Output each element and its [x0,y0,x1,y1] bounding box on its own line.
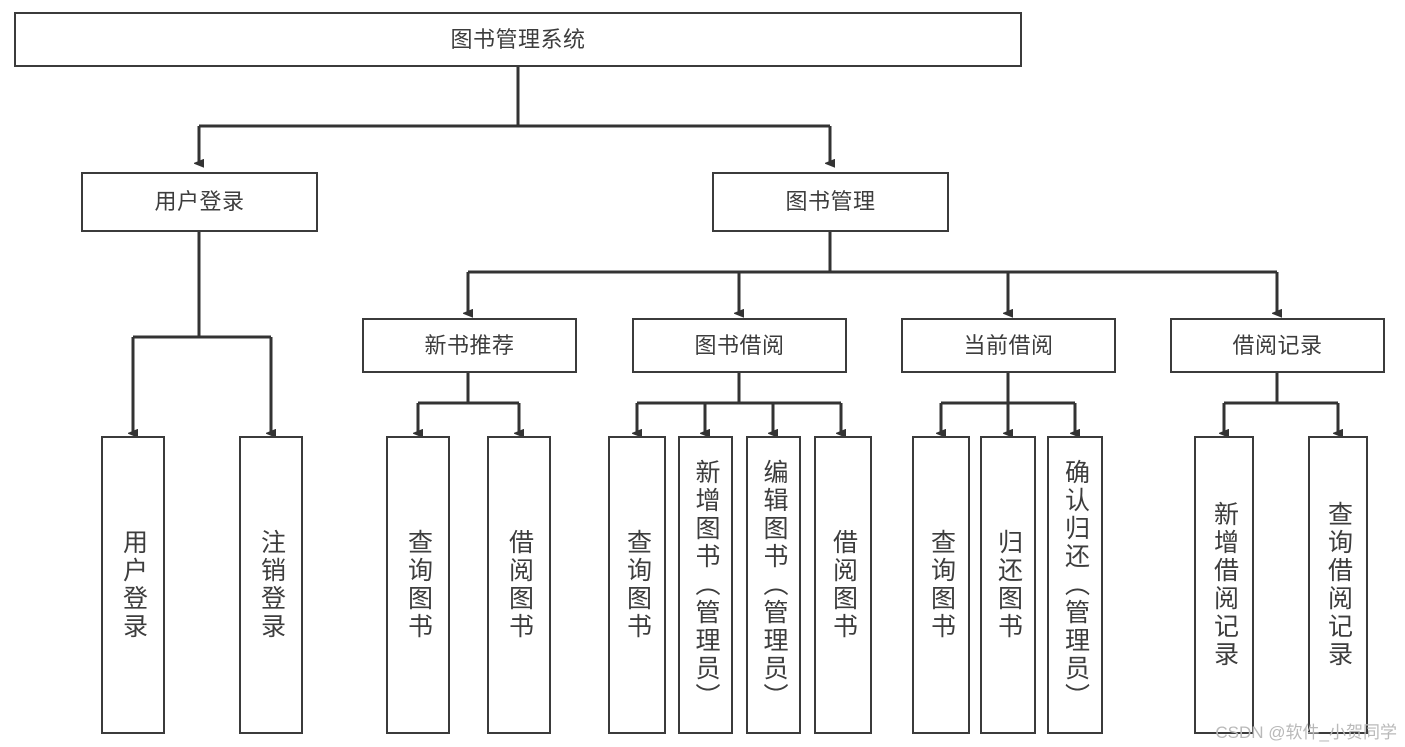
node-leaf-borrow-book-1[interactable]: 借阅图书 [487,436,551,734]
node-new-book-recommend-label: 新书推荐 [424,332,515,358]
node-leaf-edit-book[interactable]: 编辑图书（管理员） [746,436,801,734]
node-leaf-add-record[interactable]: 新增借阅记录 [1194,436,1254,734]
node-leaf-user-login-label: 用户登录 [119,529,148,641]
node-leaf-add-book[interactable]: 新增图书（管理员） [678,436,733,734]
node-leaf-query-book-1[interactable]: 查询图书 [386,436,450,734]
node-leaf-return-book-label: 归还图书 [994,529,1023,641]
node-book-borrow-label: 图书借阅 [694,332,785,358]
watermark: CSDN @软件_小贺同学 [1215,723,1397,742]
node-root[interactable]: 图书管理系统 [14,12,1022,67]
node-leaf-borrow-book-1-label: 借阅图书 [505,529,534,641]
node-book-borrow[interactable]: 图书借阅 [632,318,847,373]
node-leaf-add-record-label: 新增借阅记录 [1210,501,1239,669]
node-leaf-query-book-2-label: 查询图书 [623,529,652,641]
node-leaf-edit-book-label: 编辑图书（管理员） [760,459,788,711]
node-leaf-add-book-label: 新增图书（管理员） [692,459,720,711]
node-leaf-query-book-3[interactable]: 查询图书 [912,436,970,734]
node-new-book-recommend[interactable]: 新书推荐 [362,318,577,373]
node-leaf-return-book[interactable]: 归还图书 [980,436,1036,734]
node-leaf-query-record[interactable]: 查询借阅记录 [1308,436,1368,734]
node-leaf-query-book-2[interactable]: 查询图书 [608,436,666,734]
node-user-login[interactable]: 用户登录 [81,172,318,232]
node-current-borrow[interactable]: 当前借阅 [901,318,1116,373]
node-leaf-confirm-return-label: 确认归还（管理员） [1061,459,1090,711]
node-leaf-borrow-book-2-label: 借阅图书 [829,529,858,641]
node-borrow-record[interactable]: 借阅记录 [1170,318,1385,373]
node-borrow-record-label: 借阅记录 [1232,332,1323,358]
node-current-borrow-label: 当前借阅 [963,332,1054,358]
node-leaf-logout-login-label: 注销登录 [257,529,286,641]
node-leaf-query-book-1-label: 查询图书 [404,529,433,641]
node-leaf-query-book-3-label: 查询图书 [927,529,956,641]
node-root-label: 图书管理系统 [450,26,586,52]
node-leaf-borrow-book-2[interactable]: 借阅图书 [814,436,872,734]
node-book-manage[interactable]: 图书管理 [712,172,949,232]
node-leaf-query-record-label: 查询借阅记录 [1324,501,1353,669]
node-leaf-confirm-return[interactable]: 确认归还（管理员） [1047,436,1103,734]
node-book-manage-label: 图书管理 [785,189,876,215]
node-user-login-label: 用户登录 [154,189,245,215]
node-leaf-logout-login[interactable]: 注销登录 [239,436,303,734]
node-leaf-user-login[interactable]: 用户登录 [101,436,165,734]
